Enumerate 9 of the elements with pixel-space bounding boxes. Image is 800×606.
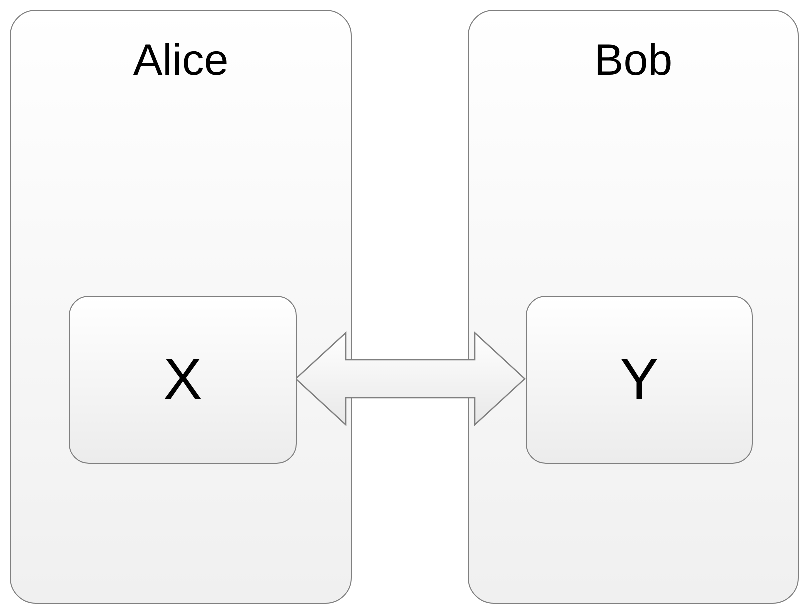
- lane-panel: [10, 10, 352, 604]
- box-label: X: [164, 348, 202, 412]
- double-arrow: [295, 332, 526, 426]
- lane-title: Bob: [594, 37, 673, 86]
- process-box: [526, 296, 753, 464]
- lane-panel: [468, 10, 799, 604]
- lane-title: Alice: [133, 37, 229, 86]
- process-box: [69, 296, 297, 464]
- box-label: Y: [620, 348, 659, 412]
